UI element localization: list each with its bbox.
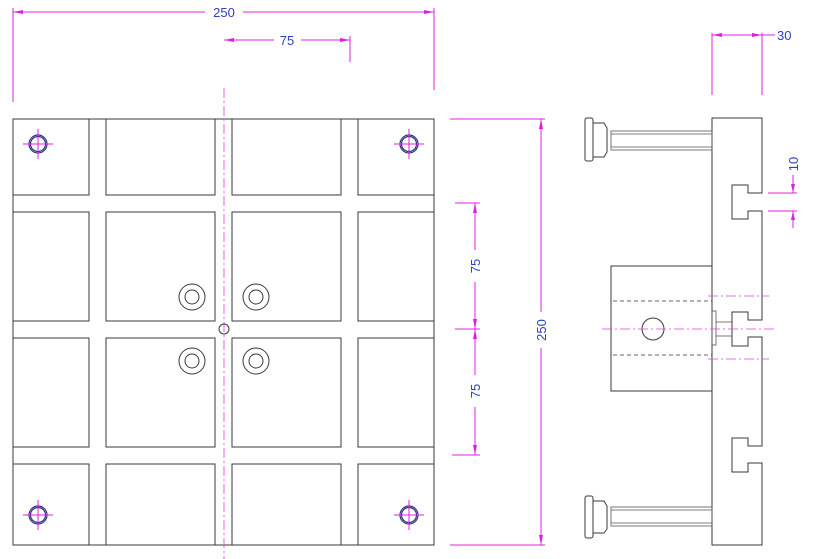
pocket: [231, 211, 342, 322]
dim-offset-75-top: 75: [224, 33, 351, 62]
pocket: [105, 337, 216, 448]
pocket: [12, 463, 90, 546]
dim-thickness-30: 30: [711, 28, 791, 95]
dim-text: 75: [280, 33, 294, 48]
dim-offset-75-vertical: 75 75: [452, 202, 483, 456]
dim-text: 75: [468, 259, 483, 273]
front-view: 250 75 250 75 75: [12, 5, 549, 559]
pocket: [105, 463, 216, 546]
pocket: [357, 337, 435, 448]
counterbored-holes: [178, 283, 270, 375]
center-block: [610, 265, 732, 392]
pocket: [105, 211, 216, 322]
dim-text: 10: [786, 157, 801, 171]
side-view: 30 10: [584, 28, 801, 546]
dim-height-250: 250: [450, 118, 549, 546]
plate-profile: [711, 117, 763, 546]
center-hole: [218, 323, 230, 335]
pocket: [357, 118, 435, 196]
dim-text: 250: [213, 5, 235, 20]
dim-text: 75: [468, 384, 483, 398]
pocket: [231, 118, 342, 196]
pocket: [357, 211, 435, 322]
pocket: [105, 118, 216, 196]
dim-text: 250: [534, 319, 549, 341]
pocket: [12, 337, 90, 448]
bottom-clamp-bolt: [584, 495, 713, 539]
pocket: [12, 211, 90, 322]
pocket: [231, 463, 342, 546]
dim-text: 30: [777, 28, 791, 43]
top-clamp-bolt: [584, 117, 713, 162]
corner-holes: [23, 129, 424, 530]
pocket: [231, 337, 342, 448]
pocket: [12, 118, 90, 196]
dim-width-250: 250: [12, 5, 435, 102]
grid-pockets: [12, 118, 435, 546]
pocket: [357, 463, 435, 546]
plate-outline: [12, 118, 435, 546]
dim-slot-10: 10: [768, 157, 801, 228]
